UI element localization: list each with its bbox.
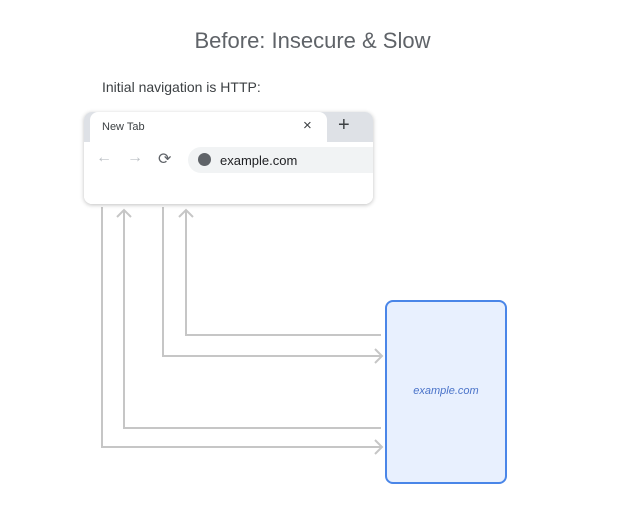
server-label: example.com	[413, 385, 479, 397]
tab-strip: New Tab × +	[84, 112, 373, 142]
address-bar-url: example.com	[220, 153, 298, 168]
close-icon[interactable]: ×	[303, 117, 312, 134]
address-bar[interactable]: example.com	[188, 147, 373, 173]
tab-label: New Tab	[102, 121, 145, 133]
back-arrow-icon[interactable]: ←	[96, 149, 112, 166]
request-arrow-1	[101, 207, 384, 455]
globe-icon	[198, 153, 211, 166]
tab-new-tab[interactable]: New Tab ×	[90, 112, 327, 142]
response-arrow-1	[116, 208, 381, 429]
diagram-subtitle: Initial navigation is HTTP:	[102, 79, 261, 95]
new-tab-plus-icon[interactable]: +	[338, 114, 350, 136]
browser-toolbar: ← → ⟳ example.com	[84, 142, 373, 204]
request-arrow-2	[162, 207, 384, 364]
server-box: example.com	[385, 300, 507, 484]
diagram-title: Before: Insecure & Slow	[194, 28, 431, 53]
forward-arrow-icon[interactable]: →	[127, 149, 143, 166]
reload-icon[interactable]: ⟳	[158, 151, 172, 168]
response-arrow-2	[178, 208, 381, 336]
browser-window: New Tab × + ← → ⟳ example.com	[84, 112, 373, 204]
